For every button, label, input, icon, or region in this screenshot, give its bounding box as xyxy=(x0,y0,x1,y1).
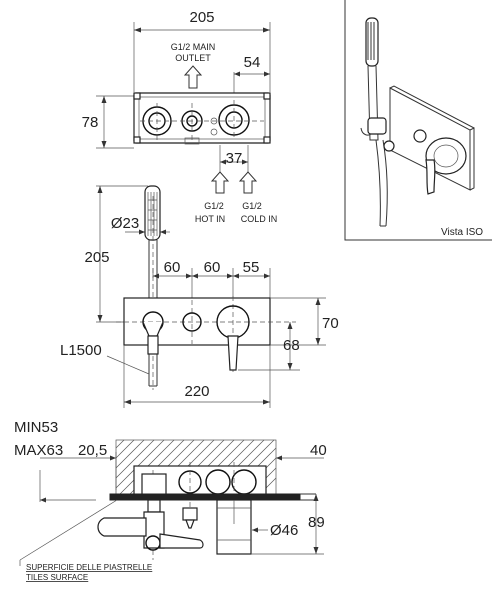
main-outlet-label-1: G1/2 MAIN xyxy=(171,42,216,52)
cold-in-label-1: G1/2 xyxy=(242,201,262,211)
cold-inlet-arrow-icon xyxy=(238,171,258,194)
main-outlet-label-2: OUTLET xyxy=(175,53,211,63)
main-outlet-arrow-icon xyxy=(183,65,203,89)
iso-view: Vista ISO xyxy=(344,0,492,241)
shower-diameter-dim: Ø23 xyxy=(111,215,139,232)
spacing-1-dim: 60 xyxy=(164,259,181,276)
top-view: 205 78 54 G1/2 MAIN OUTLET xyxy=(82,9,278,224)
tiles-surface-label-it: SUPERFICIE DELLE PIASTRELLE xyxy=(26,563,152,572)
top-height-dim: 78 xyxy=(82,114,99,131)
outlet-offset-dim: 54 xyxy=(244,54,261,71)
right-offset-dim: 40 xyxy=(310,442,327,459)
min-depth-label: MIN53 xyxy=(14,419,58,436)
plate-height-dim: 70 xyxy=(322,315,339,332)
front-view: 205 Ø23 60 60 55 xyxy=(60,185,339,408)
max-depth-label: MAX63 xyxy=(14,442,63,459)
depth-dim: 89 xyxy=(308,514,325,531)
side-view: MIN53 MAX63 20,5 40 xyxy=(14,419,327,582)
hot-in-label-2: HOT IN xyxy=(195,214,225,224)
inlet-spacing-dim: 37 xyxy=(226,150,243,167)
hot-in-label-1: G1/2 xyxy=(204,201,224,211)
spacing-3-dim: 55 xyxy=(243,259,260,276)
tiles-surface-label-en: TILES SURFACE xyxy=(26,573,88,582)
handle-drop-dim: 68 xyxy=(283,337,300,354)
left-offset-dim: 20,5 xyxy=(78,442,107,459)
iso-view-frame xyxy=(344,0,492,241)
shower-height-dim: 205 xyxy=(84,249,109,266)
hose-length-dim: L1500 xyxy=(60,342,102,359)
spacing-2-dim: 60 xyxy=(204,259,221,276)
cold-in-label-2: COLD IN xyxy=(241,214,278,224)
mixer-diameter-dim: Ø46 xyxy=(270,522,298,539)
top-width-dim: 205 xyxy=(189,9,214,26)
iso-view-label: Vista ISO xyxy=(441,227,483,238)
hot-inlet-arrow-icon xyxy=(210,171,230,194)
plate-width-dim: 220 xyxy=(184,383,209,400)
